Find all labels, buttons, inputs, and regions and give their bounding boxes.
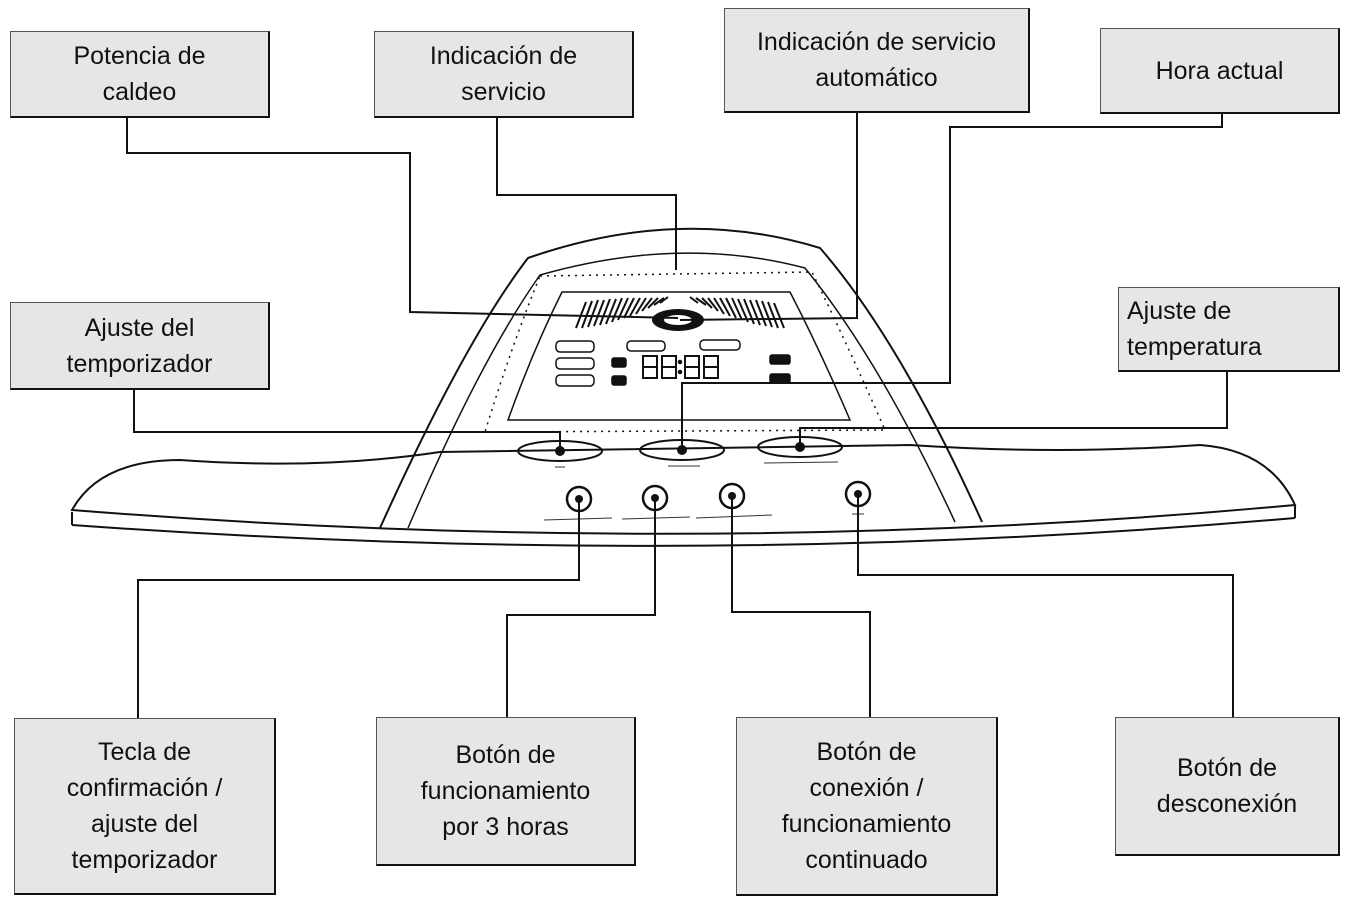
button-caption-marks [543,461,864,521]
control-panel-drawing [70,227,1297,547]
label-ajuste-del-temporizador: Ajuste del temporizador [10,302,270,390]
selector-ovals [517,436,843,462]
display-window [506,291,852,421]
label-boton-de-desconexion: Botón de desconexión [1115,717,1340,856]
leader-tecla-confirmacion [137,499,580,720]
leader-indicacion [496,117,677,270]
base-outline [70,443,1297,535]
label-ajuste-de-temperatura: Ajuste de temperatura [1118,287,1340,372]
label-potencia-de-caldeo: Potencia de caldeo [10,31,270,118]
display-dotted-border [483,271,887,433]
leader-ajuste-temperatura [799,371,1228,447]
leader-indicacion-auto [679,112,858,321]
leader-ajuste-temporizador [133,389,561,451]
label-tecla-de-confirmacion: Tecla de confirmación / ajuste del tempo… [14,718,276,895]
display-icons [555,339,791,387]
round-buttons [565,480,872,513]
round-button-dots [575,490,862,503]
leader-potencia [126,117,679,319]
label-boton-conexion-continuado: Botón de conexión / funcionamiento conti… [736,717,998,896]
label-hora-actual: Hora actual [1100,28,1340,114]
leader-boton-3h [506,498,656,718]
base-front-edge [71,505,1296,525]
leader-lines [126,112,1234,720]
leader-boton-conexion [731,496,871,718]
label-boton-funcionamiento-3-horas: Botón de funcionamiento por 3 horas [376,717,636,866]
label-indicacion-servicio-automatico: Indicación de servicio automático [724,8,1030,113]
clock-digits [642,355,719,379]
base-lower-edge [71,517,1296,547]
label-indicacion-de-servicio: Indicación de servicio [374,31,634,118]
leader-hora [681,113,1223,450]
heating-power-bars [575,296,785,329]
leader-boton-desconexion [857,494,1234,718]
